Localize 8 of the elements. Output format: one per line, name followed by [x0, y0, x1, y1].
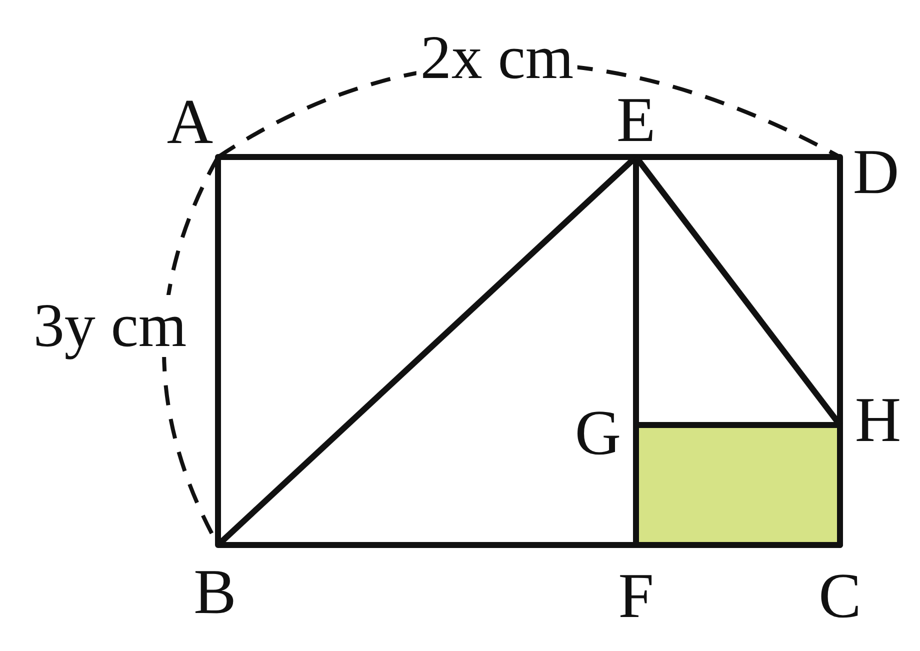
point-label: B [192, 560, 238, 624]
point-label: F [617, 564, 655, 628]
point-label: D [852, 140, 900, 204]
point-label: A [166, 90, 214, 154]
point-label: E [615, 88, 657, 152]
point-label: C [818, 564, 862, 628]
point-label: H [854, 388, 902, 452]
point-label: G [574, 401, 622, 465]
